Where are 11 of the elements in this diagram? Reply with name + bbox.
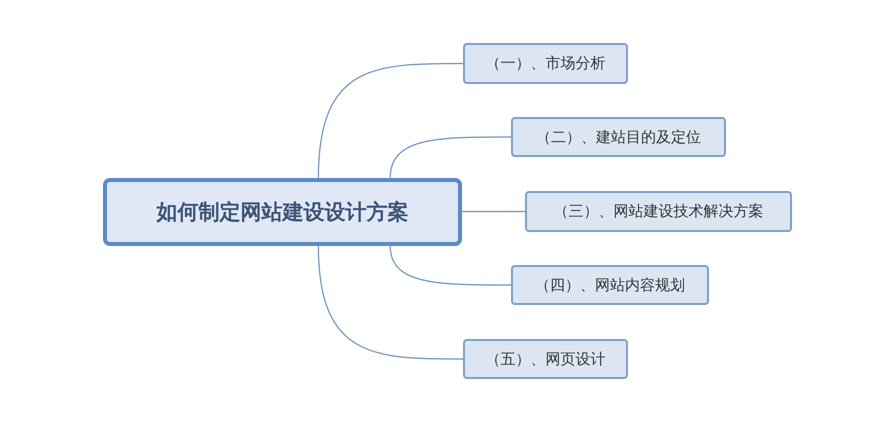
connector-line (390, 246, 511, 286)
subtopic-box: （五）、网页设计 (463, 339, 628, 379)
connector-line (462, 210, 525, 212)
connector-line (318, 246, 463, 360)
connector-line (318, 62, 463, 178)
subtopic-box: （一）、市场分析 (463, 43, 628, 84)
topic-box: 如何制定网站建设设计方案 (103, 178, 462, 246)
subtopic-box: （二）、建站目的及定位 (511, 117, 726, 157)
connector-line (390, 136, 511, 178)
subtopic-box: （四）、网站内容规划 (511, 265, 709, 305)
subtopic-box: （三）、网站建设技术解决方案 (525, 191, 792, 232)
